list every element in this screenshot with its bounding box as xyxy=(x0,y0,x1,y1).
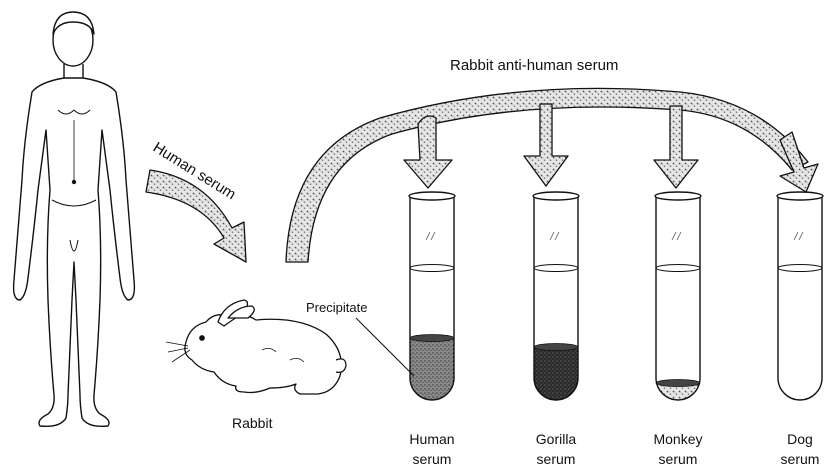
tube-label-gorilla: Gorilla xyxy=(536,431,577,447)
test-tube-monkey xyxy=(655,192,701,402)
precipitate-human xyxy=(410,338,454,402)
test-tube-dog xyxy=(777,192,823,400)
tube-label-dog: Dog xyxy=(787,431,813,447)
rabbit-label: Rabbit xyxy=(232,415,273,431)
human-figure xyxy=(14,12,135,426)
tube-sublabel-monkey: serum xyxy=(659,451,698,467)
tube-sublabel-dog: serum xyxy=(781,451,820,467)
precipitate-label: Precipitate xyxy=(306,300,367,315)
tube-label-monkey: Monkey xyxy=(653,431,702,447)
tube-sublabel-gorilla: serum xyxy=(537,451,576,467)
branch-arrow-gorilla xyxy=(524,104,568,186)
tube-labels: Human serum Gorilla serum Monkey serum Dog seru… xyxy=(409,431,819,467)
branch-arrow-monkey xyxy=(654,106,698,188)
arc-label: Rabbit anti-human serum xyxy=(450,57,618,74)
test-tube-human xyxy=(409,192,455,402)
tube-sublabel-human: serum xyxy=(413,451,452,467)
test-tubes xyxy=(409,192,823,402)
precipitate-pointer xyxy=(356,318,414,376)
tube-label-human: Human xyxy=(409,431,454,447)
test-tube-gorilla xyxy=(533,192,579,402)
